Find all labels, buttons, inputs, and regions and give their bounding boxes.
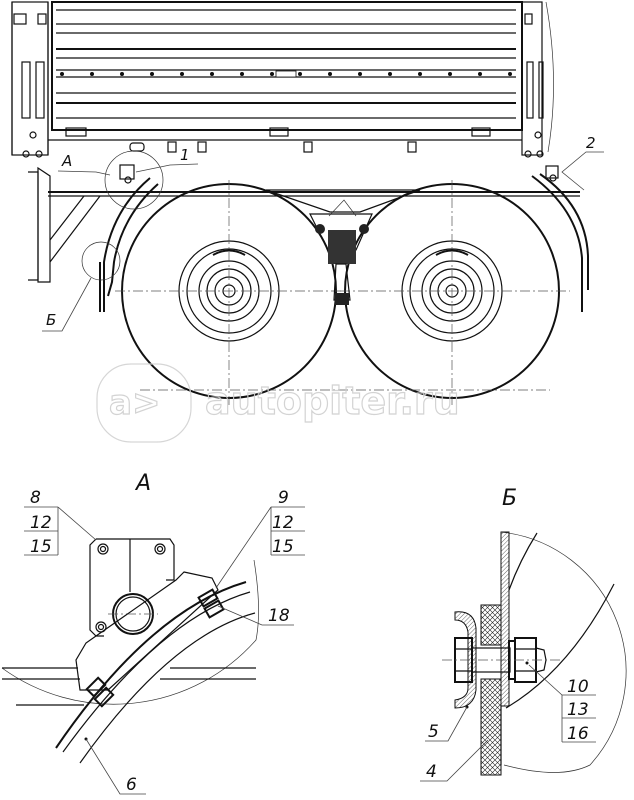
detail-a-callout-6: 6 <box>85 738 146 795</box>
detail-a-circle <box>104 150 164 210</box>
label-15-left: 15 <box>30 537 52 557</box>
main-view: А 1 2 Б a> autopiter.ru <box>11 1 604 443</box>
detail-a-callout-18: 18 <box>217 605 294 626</box>
detail-mark-b: Б <box>46 311 56 329</box>
detail-b-callout-4: 4 <box>420 739 489 782</box>
bracket-5-section <box>454 611 477 709</box>
cargo-body <box>11 1 554 158</box>
right-post <box>521 1 543 156</box>
label-18: 18 <box>268 606 290 626</box>
label-13: 13 <box>567 700 589 720</box>
callout-2: 2 <box>586 134 596 152</box>
detail-b: Б 10 <box>420 486 627 782</box>
detail-a-callout-right: 9 12 15 <box>215 488 305 589</box>
suspension <box>265 189 421 305</box>
detail-a: А <box>1 471 305 795</box>
watermark: a> autopiter.ru <box>96 363 460 443</box>
rivet-row <box>60 70 512 78</box>
label-12-right: 12 <box>272 513 294 533</box>
label-15-right: 15 <box>272 537 294 557</box>
mudguard-left <box>99 164 159 312</box>
pad-section-lower <box>480 678 502 776</box>
label-16: 16 <box>567 724 589 744</box>
drawbar-bracket <box>28 166 101 283</box>
detail-b-title: Б <box>502 486 517 511</box>
callouts-main: А 1 2 Б <box>42 134 604 332</box>
detail-b-callout-5: 5 <box>425 706 468 742</box>
left-post <box>11 1 49 156</box>
label-4: 4 <box>426 762 437 782</box>
body-frame <box>51 1 523 131</box>
bolt-upper <box>197 588 225 619</box>
label-9: 9 <box>278 488 289 508</box>
label-12-left: 12 <box>30 513 52 533</box>
bolt-lower <box>85 676 115 708</box>
watermark-text: autopiter.ru <box>205 379 460 423</box>
detail-b-circle <box>81 241 121 281</box>
detail-a-title: А <box>134 471 151 496</box>
callout-1: 1 <box>180 146 190 164</box>
label-10: 10 <box>567 677 589 697</box>
detail-b-callout-stack: 10 13 16 <box>528 664 596 744</box>
mudguard-plate-section <box>500 531 510 707</box>
nut <box>514 637 537 683</box>
mudguard-right <box>531 165 589 312</box>
bolt-head <box>454 637 473 683</box>
watermark-logo: a> <box>109 383 160 423</box>
label-8: 8 <box>30 488 41 508</box>
wheel-rear <box>340 180 570 405</box>
wheel-front <box>115 180 345 405</box>
detail-mark-a: А <box>61 152 72 170</box>
pad-section-upper <box>480 604 502 646</box>
watermark-logo-frame <box>96 363 192 443</box>
label-5: 5 <box>428 722 439 742</box>
detail-a-callout-left: 8 12 15 <box>24 488 97 557</box>
label-6: 6 <box>126 775 137 795</box>
bracket-plate <box>96 538 175 581</box>
